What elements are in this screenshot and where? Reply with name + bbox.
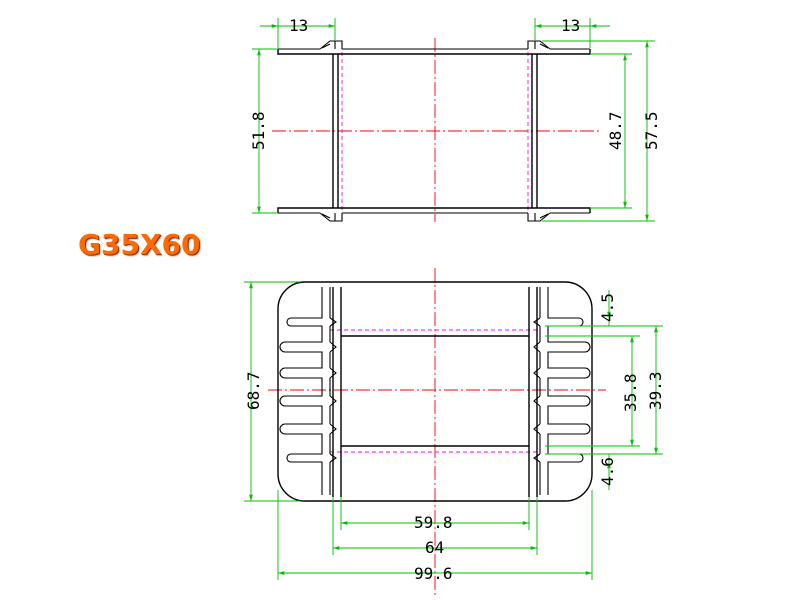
dim-pin-span-label: 35.8 <box>621 373 640 412</box>
dim-top-gap-label: 4.5 <box>598 293 617 322</box>
dim-height-left: 51.8 <box>249 48 278 214</box>
right-pin-comb <box>547 287 591 495</box>
left-pin-comb <box>279 287 323 495</box>
dim-right-flange-label: 13 <box>561 16 580 35</box>
dim-overall-height-label: 68.7 <box>244 371 263 410</box>
dim-pin-span: 35.8 <box>545 335 640 447</box>
dim-mid-width: 64 <box>332 497 538 557</box>
dim-outer-height-label: 57.5 <box>642 111 661 150</box>
dim-overall-width: 99.6 <box>277 490 593 583</box>
top-flange <box>277 40 591 55</box>
dim-overall-width-label: 99.6 <box>414 564 453 583</box>
bottom-flange <box>277 207 591 222</box>
dim-outer-height: 57.5 <box>542 40 661 222</box>
dim-left-flange: 13 <box>260 16 336 48</box>
dim-inner-width: 59.8 <box>340 497 530 532</box>
dim-height-left-label: 51.8 <box>249 111 268 150</box>
dim-slot-span-label: 39.3 <box>646 371 665 410</box>
dim-inner-height: 48.7 <box>590 53 632 209</box>
dim-bottom-gap: 4.6 <box>545 453 617 490</box>
bottom-view: 68.7 4.5 35.8 39.3 4.6 <box>244 268 665 595</box>
dim-left-flange-label: 13 <box>289 16 308 35</box>
dim-inner-width-label: 59.8 <box>414 513 453 532</box>
dim-top-gap: 4.5 <box>545 290 617 327</box>
dim-inner-height-label: 48.7 <box>606 111 625 150</box>
dim-bottom-gap-label: 4.6 <box>598 457 617 486</box>
dim-mid-width-label: 64 <box>425 538 444 557</box>
model-title: G35X60 <box>78 228 201 261</box>
left-pin-comb-teeth <box>329 317 337 463</box>
bobbin-outline <box>277 281 593 502</box>
right-pin-comb-teeth <box>533 317 541 463</box>
dim-overall-height: 68.7 <box>244 281 300 502</box>
top-view: 13 13 51.8 48.7 <box>249 16 661 222</box>
dim-right-flange: 13 <box>534 16 610 48</box>
